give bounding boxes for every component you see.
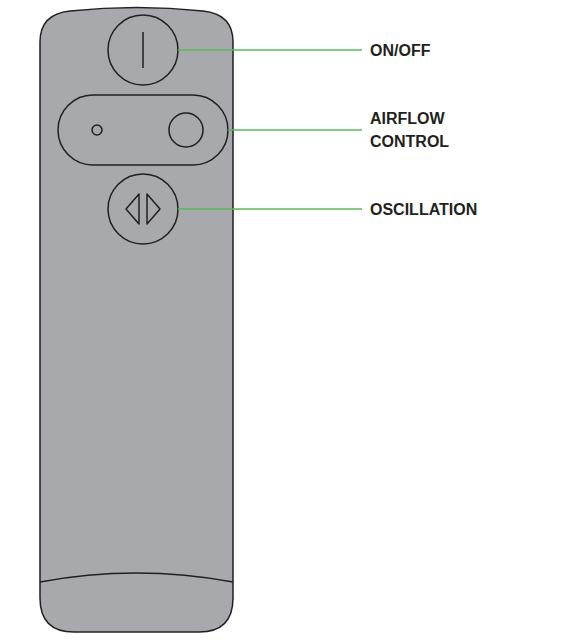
part-label: OSCILLATION [370, 198, 570, 221]
part-label: AIRFLOW CONTROL [370, 107, 475, 153]
part-label: ON/OFF [370, 39, 550, 62]
leader-line [228, 129, 362, 131]
remote-bottom-curve [40, 573, 233, 582]
leader-line [178, 208, 362, 210]
leader-lines [178, 50, 362, 209]
remote-body [40, 8, 233, 633]
oscillation-button [108, 174, 178, 244]
airflow-button [58, 95, 228, 165]
power-button [108, 15, 178, 85]
leader-line [178, 49, 362, 51]
